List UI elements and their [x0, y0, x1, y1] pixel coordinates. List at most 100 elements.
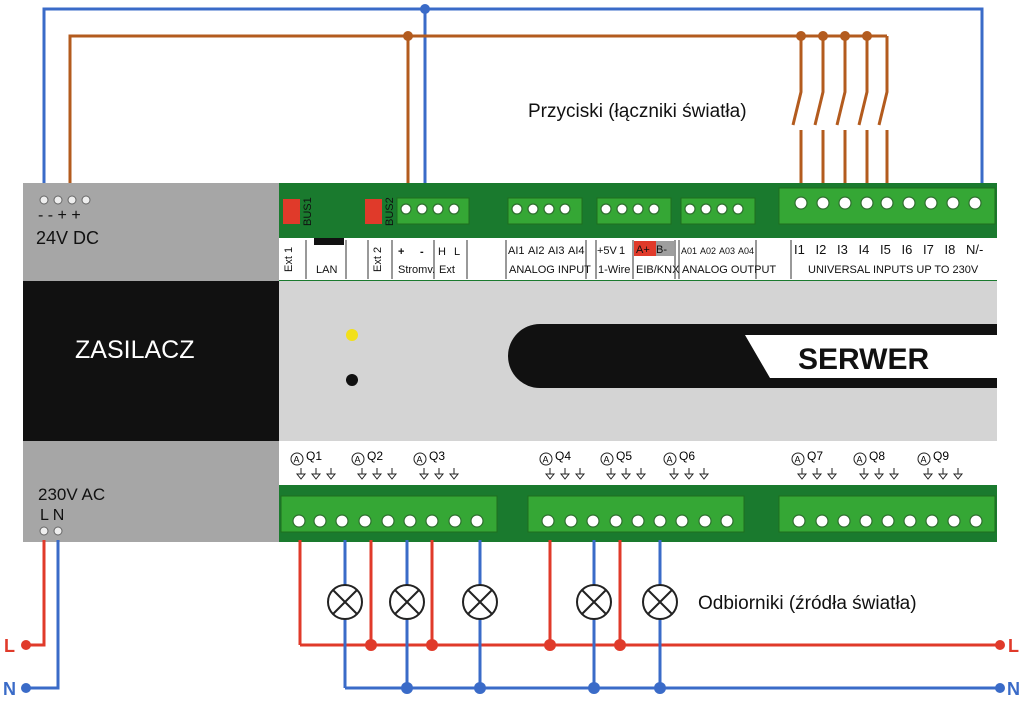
h-label: H: [438, 246, 446, 258]
pin-label: I1: [794, 242, 805, 257]
pin-label: I2: [816, 242, 827, 257]
psu-ac-terminals: [39, 526, 63, 536]
relay-contact-icon: [826, 468, 838, 480]
bus2-connector: [365, 199, 382, 224]
relay-contact-icon: [559, 468, 571, 480]
psu-dc-label: 24V DC: [36, 228, 99, 248]
relay-marker: A: [417, 455, 423, 465]
relay-contact-icon: [698, 468, 710, 480]
pin-label: I5: [880, 242, 891, 257]
terminal-block-analog-input: [507, 197, 583, 225]
terminal-block-universal-inputs: [778, 187, 996, 225]
relay-contact-icon: [371, 468, 383, 480]
n-right-terminal: [995, 683, 1005, 693]
psu-top: [23, 183, 279, 281]
relay-contact-icon: [796, 468, 808, 480]
relay-contact-icon: [888, 468, 900, 480]
terminal-block-q4-q6: [527, 495, 745, 533]
ext-label: Ext: [439, 264, 455, 276]
red-output-wires: [298, 540, 622, 645]
psu-bottom: [23, 441, 279, 542]
n-supply-wire: [26, 540, 60, 690]
output-label: Q5: [616, 449, 632, 463]
status-led-black: [346, 374, 358, 386]
analog-output-title: ANALOG OUTPUT: [682, 264, 776, 276]
blue-dc-wire: [42, 7, 984, 190]
lamp-icon: [576, 584, 612, 620]
lamp-icon: [389, 584, 425, 620]
relay-icon: [413, 452, 427, 466]
terminal-block-1wire: [596, 197, 672, 225]
pin-label: I8: [945, 242, 956, 257]
relay-contact-icon: [386, 468, 398, 480]
relay-marker: A: [543, 455, 549, 465]
terminal-block-analog-output: [680, 197, 756, 225]
relay-icon: [663, 452, 677, 466]
psu-name: ZASILACZ: [75, 336, 194, 364]
psu-ac-label: 230V AC: [38, 485, 105, 504]
pin-label: I7: [923, 242, 934, 257]
universal-inputs-title: UNIVERSAL INPUTS UP TO 230V: [808, 264, 979, 276]
l-label: L: [454, 246, 460, 258]
psu-ac-terminal-label: L N: [40, 507, 64, 524]
relay-contact-icon: [635, 468, 647, 480]
pin-label: A04: [738, 246, 754, 256]
lamp-wires: [343, 540, 662, 688]
blue-junctions: [401, 682, 666, 694]
l-left-label: L: [4, 636, 15, 656]
relay-contact-icon: [325, 468, 337, 480]
output-label: Q6: [679, 449, 695, 463]
switch-group: [791, 31, 889, 195]
power-supply: - - + + 24V DC ZASILACZ 230V AC L N: [23, 183, 279, 542]
relay-marker: A: [294, 455, 300, 465]
relay-contact-icon: [922, 468, 934, 480]
ext2-label: Ext 2: [372, 247, 384, 272]
relay-contact-icon: [683, 468, 695, 480]
onewire-title: 1-Wire: [598, 264, 630, 276]
relay-marker: A: [857, 455, 863, 465]
relay-icon: [791, 452, 805, 466]
buttons-label: Przyciski (łączniki światła): [528, 101, 747, 122]
pin-label: I6: [902, 242, 913, 257]
relay-contact-icon: [295, 468, 307, 480]
terminal-block-q1-q3: [280, 495, 498, 533]
relay-marker: A: [355, 455, 361, 465]
red-junctions: [365, 639, 626, 651]
pin-label: AI1: [508, 245, 525, 257]
bus1-label: BUS1: [302, 197, 314, 226]
pin-label: AI3: [548, 245, 565, 257]
relay-icon: [853, 452, 867, 466]
plus-label: +: [398, 246, 404, 258]
stromv-label: Stromv.: [398, 264, 435, 276]
relay-contact-icon: [605, 468, 617, 480]
relay-contact-icon: [574, 468, 586, 480]
psu-front: [23, 281, 279, 441]
relay-icon: [290, 452, 304, 466]
lan-port-icon: [314, 238, 344, 245]
output-label: Q3: [429, 449, 445, 463]
pin-label: A01: [681, 246, 697, 256]
lan-label: LAN: [316, 264, 337, 276]
relay-icon: [539, 452, 553, 466]
relay-marker: A: [921, 455, 927, 465]
server-module: BUS1 BUS2: [279, 183, 997, 542]
l-right-label: L: [1008, 636, 1019, 656]
bus1-connector: [283, 199, 300, 224]
terminal-block-ext: [396, 197, 470, 225]
relay-icon: [351, 452, 365, 466]
server-name: SERWER: [798, 343, 929, 376]
relay-contact-icon: [858, 468, 870, 480]
relay-contact-icon: [448, 468, 460, 480]
relay-marker: A: [667, 455, 673, 465]
pin-label: A02: [700, 246, 716, 256]
loads-label: Odbiorniki (źródła światła): [698, 593, 917, 614]
output-label: Q7: [807, 449, 823, 463]
top-strip-separators: [305, 240, 792, 279]
pin-label: I4: [859, 242, 870, 257]
relay-icon: [600, 452, 614, 466]
lamp-icon: [462, 584, 498, 620]
blue-junction: [420, 4, 430, 14]
